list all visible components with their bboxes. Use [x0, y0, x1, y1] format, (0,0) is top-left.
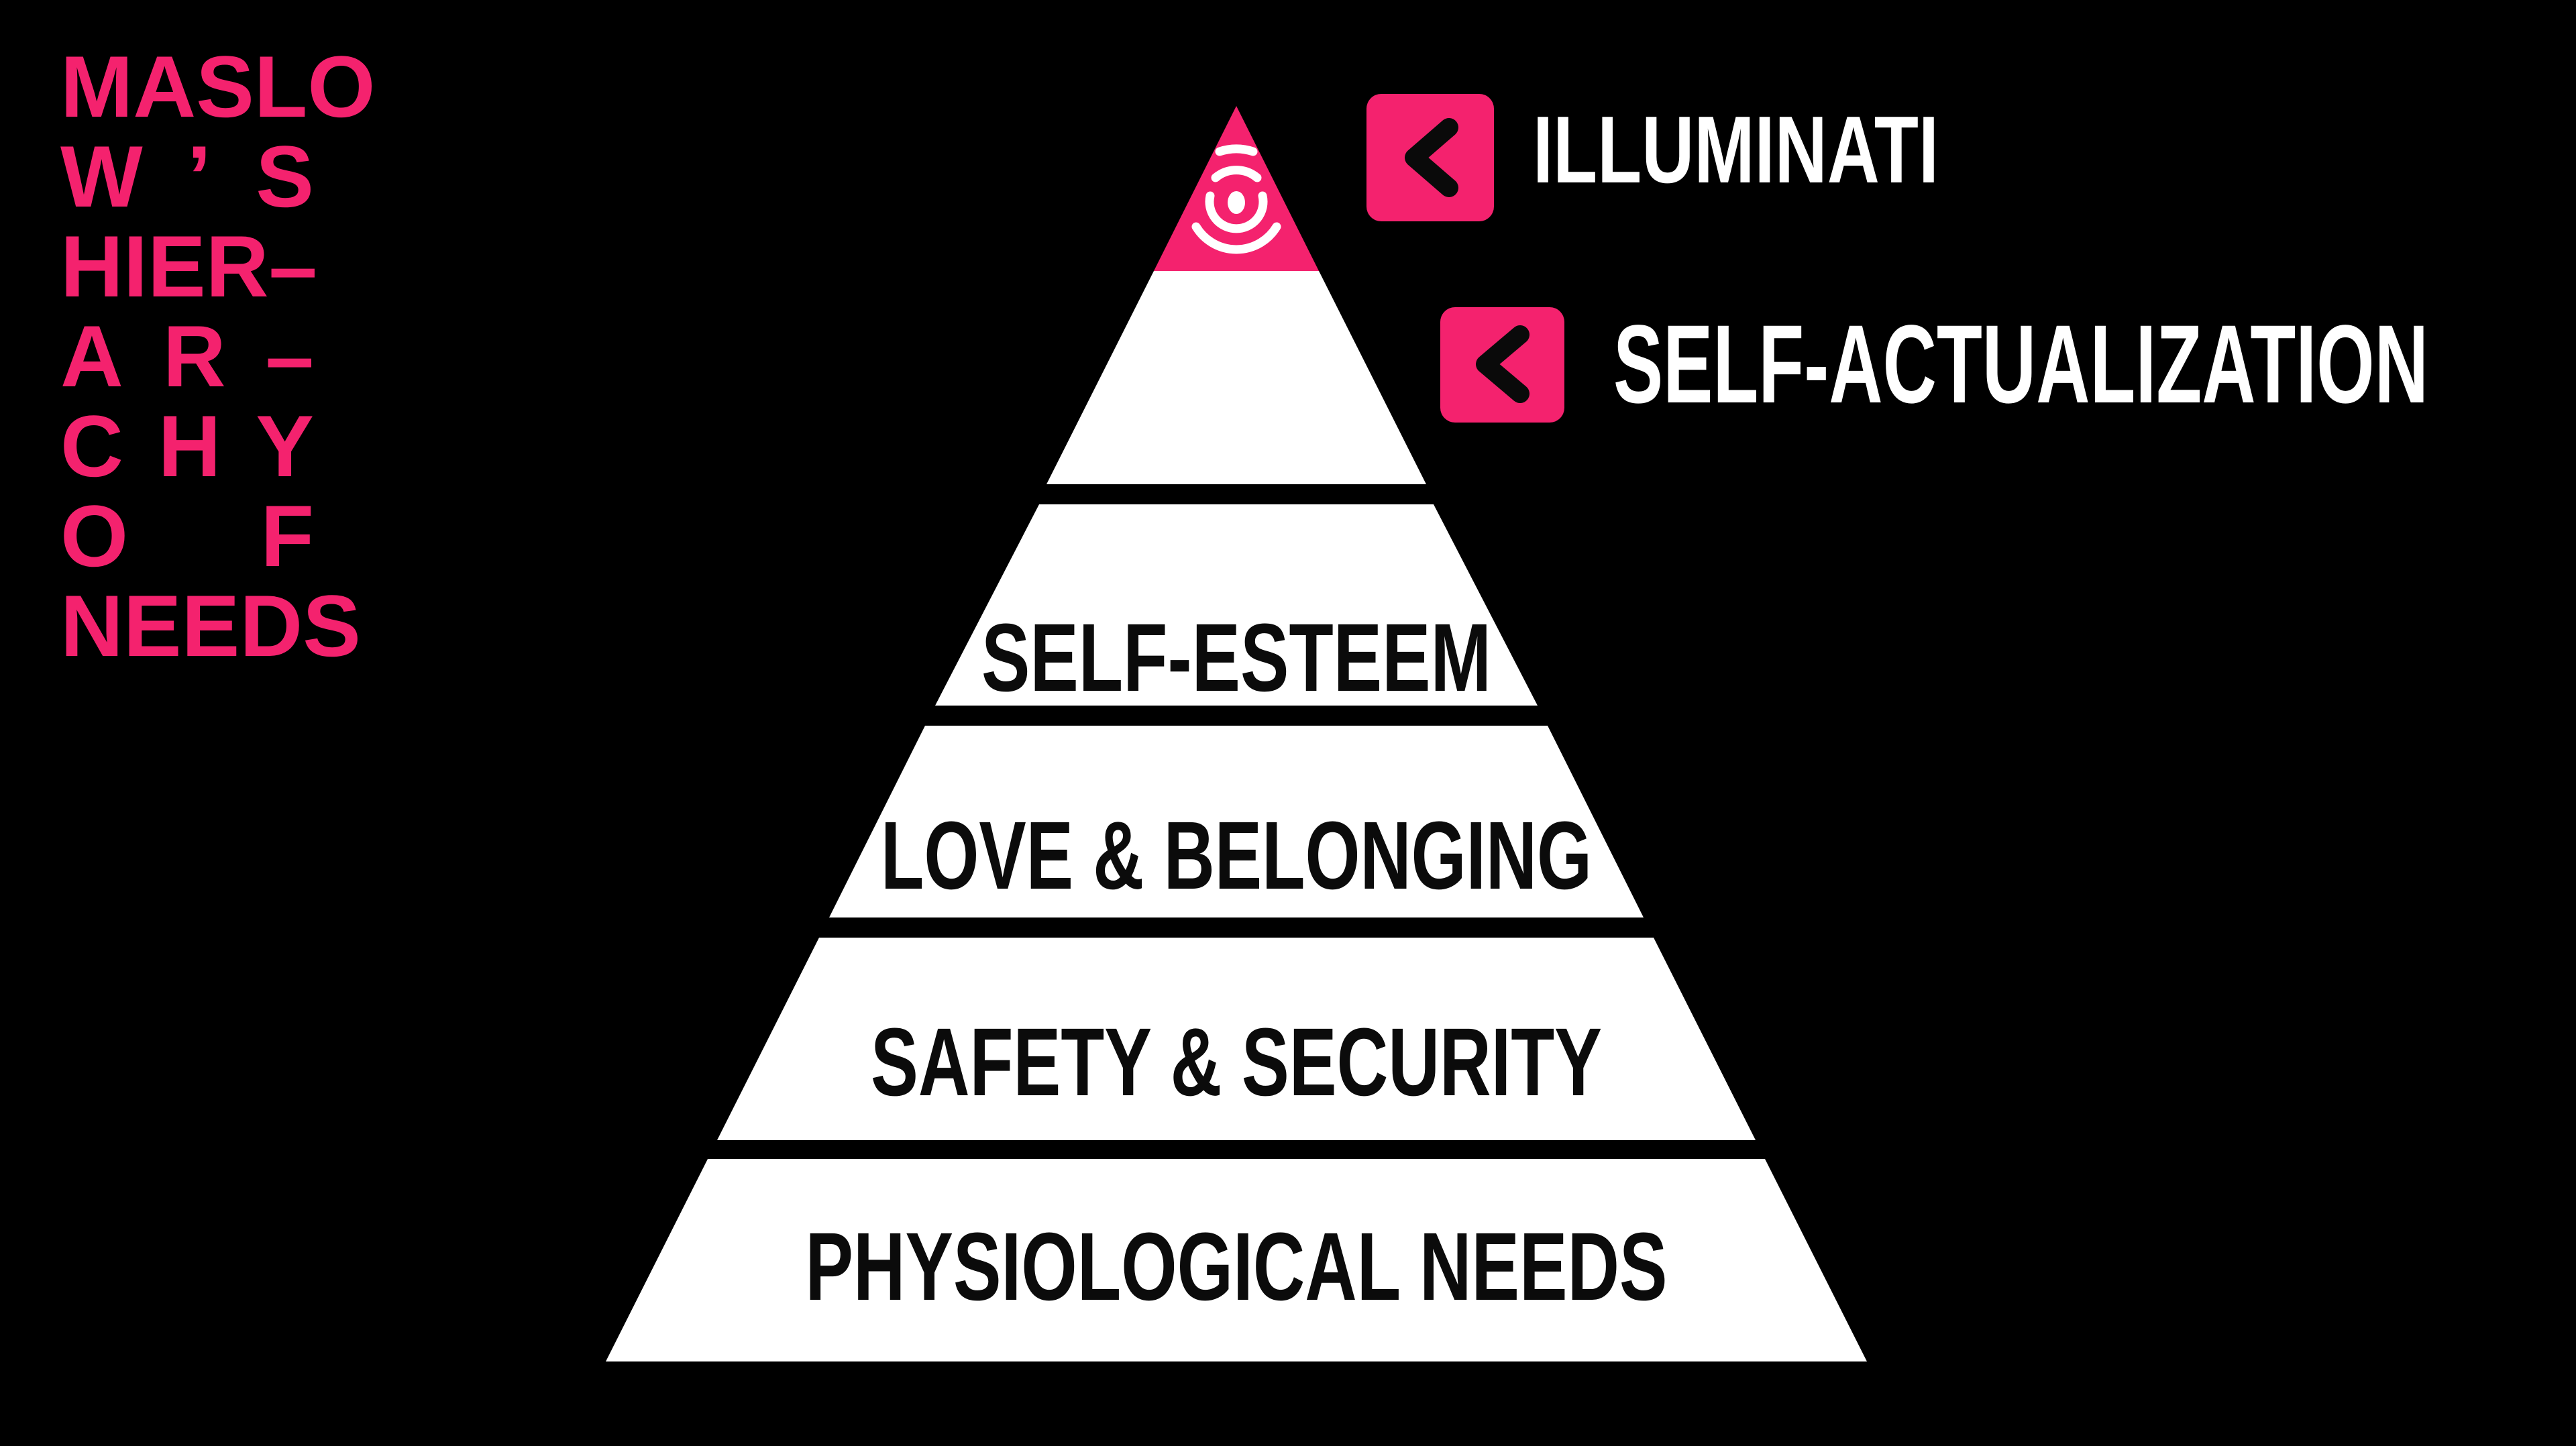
- title-char: ’: [186, 127, 212, 225]
- title-char: H: [60, 217, 123, 315]
- title-char: F: [260, 487, 314, 585]
- title-char: M: [60, 38, 133, 135]
- title-char: R: [162, 307, 226, 405]
- pyramid-level-love-belonging: [829, 726, 1644, 917]
- title-char: E: [181, 577, 240, 675]
- title-char: S: [256, 127, 314, 225]
- pyramid-level-self-esteem: [935, 504, 1538, 706]
- title-char: E: [123, 577, 182, 675]
- self-actualization-chevron-button[interactable]: [1440, 307, 1564, 423]
- self-actualization-annotation: SELF-ACTUALIZATION: [1440, 302, 2428, 427]
- label-physiological: PHYSIOLOGICAL NEEDS: [806, 1213, 1668, 1321]
- title-char: Y: [256, 397, 314, 495]
- title-char: H: [158, 397, 221, 495]
- title-char: E: [148, 217, 206, 315]
- title-char: –: [268, 217, 317, 315]
- pyramid-level-physiological: [606, 1159, 1867, 1361]
- title-char: N: [60, 577, 123, 675]
- label-self-esteem: SELF-ESTEEM: [981, 604, 1491, 712]
- label-illuminati: ILLUMINATI: [1533, 97, 1939, 203]
- title-line: W’S: [60, 131, 314, 221]
- title-char: C: [60, 397, 123, 495]
- illuminati-annotation: ILLUMINATI: [1366, 94, 1939, 221]
- label-self-actualization: SELF-ACTUALIZATION: [1613, 302, 2428, 427]
- pyramid-level-safety-security: [717, 938, 1756, 1140]
- title-char: S: [303, 577, 361, 675]
- illuminati-chevron-button[interactable]: [1366, 94, 1494, 221]
- title-char: O: [307, 38, 376, 135]
- title-char: O: [60, 487, 129, 585]
- label-love-belonging: LOVE & BELONGING: [881, 801, 1592, 909]
- title-char: –: [265, 307, 314, 405]
- label-safety-security: SAFETY & SECURITY: [871, 1008, 1602, 1116]
- illuminati-eye-icon: [1191, 144, 1281, 254]
- pyramid-level-self-actualization: [1046, 271, 1426, 484]
- title-char: A: [60, 307, 123, 405]
- title-char: L: [254, 38, 308, 135]
- title-char: R: [205, 217, 269, 315]
- title-char: W: [60, 127, 143, 225]
- chevron-left-icon: [1405, 118, 1458, 197]
- title-char: D: [239, 577, 303, 675]
- title-char: A: [133, 38, 197, 135]
- title-char: S: [196, 38, 254, 135]
- chevron-left-icon: [1476, 325, 1529, 403]
- title-char: I: [123, 217, 148, 315]
